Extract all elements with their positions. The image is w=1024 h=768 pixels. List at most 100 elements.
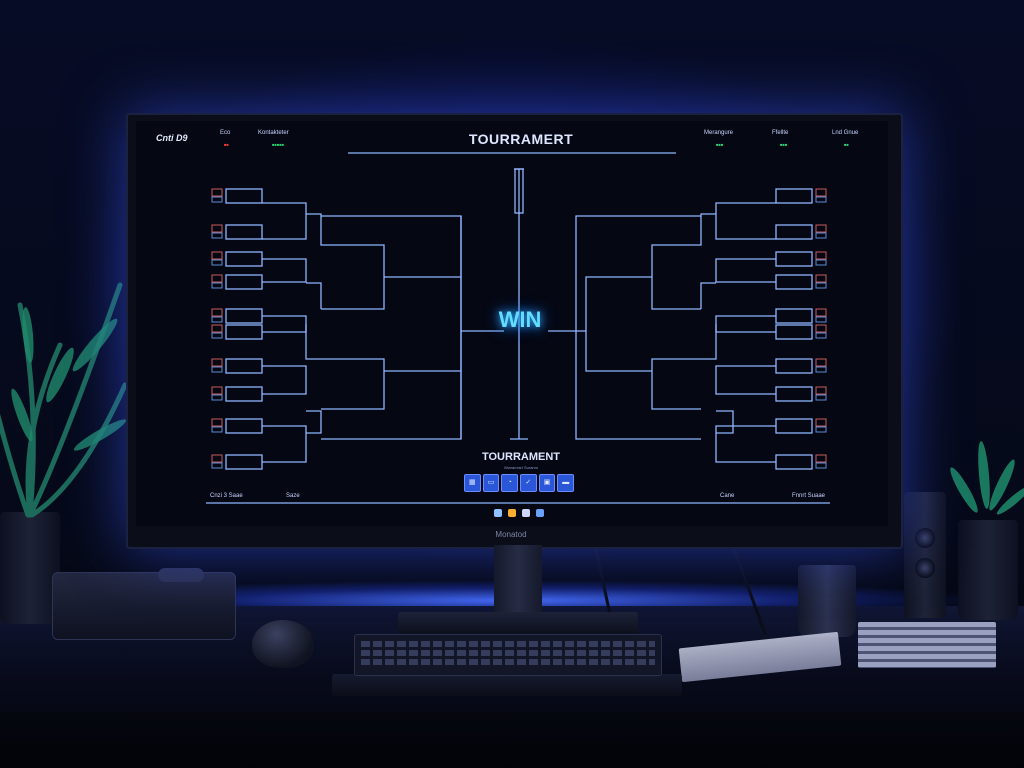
team-slot[interactable] [775,274,813,290]
image-icon[interactable]: ▣ [538,474,556,492]
team-logo[interactable] [211,394,223,401]
team-logo[interactable] [815,454,827,463]
bracket-line [575,215,701,440]
team-slot[interactable] [775,308,813,324]
team-slot[interactable] [225,386,263,402]
team-slot[interactable] [775,324,813,340]
team-slot[interactable] [225,188,263,204]
team-logo[interactable] [815,224,827,233]
team-logo[interactable] [211,462,223,469]
header-stat-value: ■■■■■ [272,142,285,147]
team-slot[interactable] [775,386,813,402]
team-logo[interactable] [211,358,223,367]
team-logo[interactable] [815,316,827,323]
footer-text: Cnzi 3 Saae [210,493,243,499]
team-slot[interactable] [775,251,813,267]
team-logo[interactable] [815,358,827,367]
header-stat-label: Kontakteter [258,130,289,136]
keyboard [354,634,662,676]
bracket-line [715,258,776,283]
key-row [361,641,655,647]
team-slot[interactable] [225,274,263,290]
team-logo[interactable] [815,188,827,197]
team-slot[interactable] [775,418,813,434]
team-logo[interactable] [815,418,827,427]
bracket-line [651,213,716,310]
team-logo[interactable] [815,282,827,289]
team-slot[interactable] [775,358,813,374]
team-slot[interactable] [775,188,813,204]
header-stat-value: ■■ [224,142,229,147]
team-logo[interactable] [815,386,827,395]
folder-icon[interactable] [508,509,516,517]
team-logo[interactable] [211,188,223,197]
team-logo[interactable] [211,196,223,203]
header-stat-label: Lnd Gnue [832,130,859,136]
team-slot[interactable] [225,308,263,324]
team-logo[interactable] [211,259,223,266]
team-logo[interactable] [815,274,827,283]
team-logo[interactable] [815,394,827,401]
team-slot[interactable] [225,418,263,434]
key-row [361,659,655,665]
mail-icon[interactable] [522,509,530,517]
team-logo[interactable] [815,366,827,373]
team-logo[interactable] [211,332,223,339]
bracket-line [716,410,734,434]
key-row [361,650,655,656]
team-logo[interactable] [211,232,223,239]
book-stack [858,622,996,668]
team-logo[interactable] [211,386,223,395]
team-slot[interactable] [225,251,263,267]
team-logo[interactable] [211,274,223,283]
team-slot[interactable] [225,454,263,470]
right-plant [950,441,1024,515]
monitor-stand [494,545,542,625]
footer-text: Saze [286,493,300,499]
team-logo[interactable] [211,418,223,427]
team-slot[interactable] [775,454,813,470]
team-logo[interactable] [211,308,223,317]
team-logo[interactable] [211,316,223,323]
bracket-line [321,371,462,440]
team-slot[interactable] [775,224,813,240]
team-slot[interactable] [225,324,263,340]
footer-text: Fnnrt Suaae [792,493,826,499]
team-logo[interactable] [815,332,827,339]
team-slot[interactable] [225,358,263,374]
team-logo[interactable] [211,282,223,289]
check-icon[interactable]: ✓ [520,474,537,492]
tournament-bracket [206,152,830,504]
folder-icon[interactable]: ▭ [482,474,500,492]
team-logo[interactable] [815,426,827,433]
page-title: TOURRAMERT [468,131,574,147]
header-stat-label: Merangure [704,130,734,136]
team-logo[interactable] [815,308,827,317]
monitor-stand-base [398,612,638,634]
team-logo[interactable] [211,454,223,463]
team-logo[interactable] [815,196,827,203]
bracket-line [306,410,322,434]
chat-icon[interactable]: ◔ [501,474,519,492]
team-logo[interactable] [815,324,827,333]
team-logo[interactable] [211,426,223,433]
team-logo[interactable] [211,224,223,233]
team-logo[interactable] [815,462,827,469]
browser-icon[interactable] [494,509,502,517]
header-stat-label: Ffellte [772,130,789,136]
team-slot[interactable] [225,224,263,240]
bracket-line [384,276,504,332]
team-logo[interactable] [815,251,827,260]
team-logo[interactable] [815,232,827,239]
trophy-bar[interactable] [514,168,524,214]
team-logo[interactable] [815,259,827,266]
team-logo[interactable] [211,366,223,373]
header-stat-value: ■■■ [716,142,724,147]
share-icon[interactable]: ▬ [557,474,575,492]
grid-icon[interactable]: ▦ [464,474,481,492]
team-logo[interactable] [211,324,223,333]
window-icon[interactable] [536,509,544,517]
toolbar: ▦ ▭ ◔ ✓ ▣ ▬ [464,474,575,492]
bracket-line [262,202,307,240]
team-logo[interactable] [211,251,223,260]
